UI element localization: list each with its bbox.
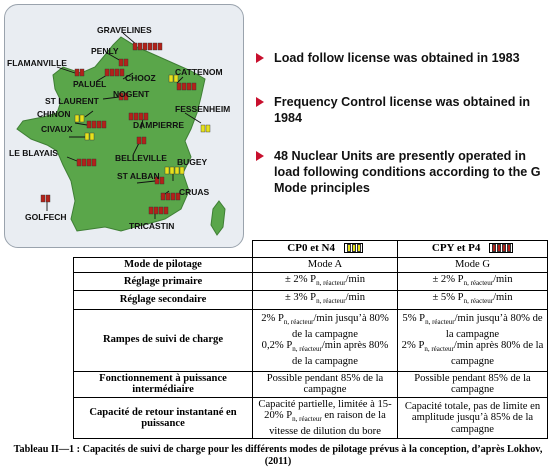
cell-rampes-a: 2% Pn, réacteur/min jusqu’à 80% de la ca… xyxy=(252,308,398,372)
column-header-cp0-n4: CP0 et N4 xyxy=(252,240,398,258)
site-label-dampierre: DAMPIERRE xyxy=(133,120,185,130)
reactor-markers xyxy=(40,42,211,215)
cell-primaire-g: ± 2% Pn, réacteur/min xyxy=(397,271,548,292)
bullet-arrow-icon xyxy=(256,97,264,107)
bullet-text: 48 Nuclear Units are presently operated … xyxy=(274,149,541,195)
row-label-fonctionnement: Fonctionnement à puissance intermédiaire xyxy=(73,370,253,398)
site-label-cattenom: CATTENOM xyxy=(175,67,223,77)
cell-mode-g: Mode G xyxy=(397,257,548,273)
cell-fonctionnement-a: Possible pendant 85% de la campagne xyxy=(252,370,398,398)
site-label-st-laurent: ST LAURENT xyxy=(45,96,99,106)
pilotage-mode-table: CP0 et N4 CPY et P4 Mode de pilotage Mod… xyxy=(73,240,548,440)
site-label-paluel: PALUEL xyxy=(73,79,107,89)
red-units-legend-icon xyxy=(489,243,514,254)
site-label-chinon: CHINON xyxy=(37,109,71,119)
bullet-item-load-follow: Load follow license was obtained in 1983 xyxy=(256,50,552,66)
bullet-text: Load follow license was obtained in 1983 xyxy=(274,51,520,65)
cell-secondaire-g: ± 5% Pn, réacteur/min xyxy=(397,290,548,310)
map-graphic xyxy=(16,32,226,236)
row-label-secondaire: Réglage secondaire xyxy=(73,290,253,310)
table-row: Capacité de retour instantané en puissan… xyxy=(73,396,548,440)
cell-retour-a: Capacité partielle, limitée à 15-20% Pn,… xyxy=(252,396,398,440)
table-row: Fonctionnement à puissance intermédiaire… xyxy=(73,370,548,398)
site-label-chooz: CHOOZ xyxy=(125,73,156,83)
site-label-civaux: CIVAUX xyxy=(41,124,73,134)
bullet-arrow-icon xyxy=(256,53,264,63)
bullet-arrow-icon xyxy=(256,151,264,161)
site-label-le-blayais: LE BLAYAIS xyxy=(9,148,58,158)
site-label-nogent: NOGENT xyxy=(113,89,150,99)
site-label-bugey: BUGEY xyxy=(177,157,208,167)
site-label-gravelines: GRAVELINES xyxy=(97,25,152,35)
site-label-penly: PENLY xyxy=(91,46,119,56)
corsica-shape xyxy=(210,200,226,236)
row-label-primaire: Réglage primaire xyxy=(73,271,253,292)
table-header-row: CP0 et N4 CPY et P4 xyxy=(74,240,548,258)
table-corner xyxy=(74,241,253,258)
cell-mode-a: Mode A xyxy=(252,257,398,273)
site-label-cruas: CRUAS xyxy=(179,187,210,197)
column-header-text: CP0 et N4 xyxy=(287,242,335,255)
yellow-units-legend-icon xyxy=(343,243,363,254)
table-row: Réglage primaire ± 2% Pn, réacteur/min ±… xyxy=(73,271,548,292)
site-label-belleville: BELLEVILLE xyxy=(115,153,167,163)
row-label-mode: Mode de pilotage xyxy=(73,257,253,273)
column-header-text: CPY et P4 xyxy=(431,242,481,255)
bullet-text: Frequency Control license was obtained i… xyxy=(274,95,531,125)
bullet-item-nuclear-units: 48 Nuclear Units are presently operated … xyxy=(256,148,552,196)
column-header-cpy-p4: CPY et P4 xyxy=(397,240,548,258)
row-label-rampes: Rampes de suivi de charge xyxy=(73,308,253,372)
row-label-retour: Capacité de retour instantané en puissan… xyxy=(73,396,253,440)
site-label-flamanville: FLAMANVILLE xyxy=(7,58,67,68)
cell-rampes-g: 5% Pn, réacteur/min jusqu’à 80% de la ca… xyxy=(397,308,548,372)
table-row: Mode de pilotage Mode A Mode G xyxy=(73,257,548,273)
cell-fonctionnement-g: Possible pendant 85% de la campagne xyxy=(397,370,548,398)
bullet-list: Load follow license was obtained in 1983… xyxy=(256,50,552,196)
site-label-golfech: GOLFECH xyxy=(25,212,67,222)
cell-retour-g: Capacité totale, pas de limite en amplit… xyxy=(397,396,548,440)
table-row: Réglage secondaire ± 3% Pn, réacteur/min… xyxy=(73,290,548,310)
table-row: Rampes de suivi de charge 2% Pn, réacteu… xyxy=(73,308,548,372)
table-caption: Tableau II—1 : Capacités de suivi de cha… xyxy=(13,444,543,467)
site-label-fessenheim: FESSENHEIM xyxy=(175,104,231,114)
cell-secondaire-a: ± 3% Pn, réacteur/min xyxy=(252,290,398,310)
cell-primaire-a: ± 2% Pn, réacteur/min xyxy=(252,271,398,292)
france-nuclear-map: GRAVELINES PENLY FLAMANVILLE PALUEL CHOO… xyxy=(4,4,244,248)
site-label-tricastin: TRICASTIN xyxy=(129,221,175,231)
bullet-item-frequency-control: Frequency Control license was obtained i… xyxy=(256,94,552,126)
site-label-st-alban: ST ALBAN xyxy=(117,171,160,181)
